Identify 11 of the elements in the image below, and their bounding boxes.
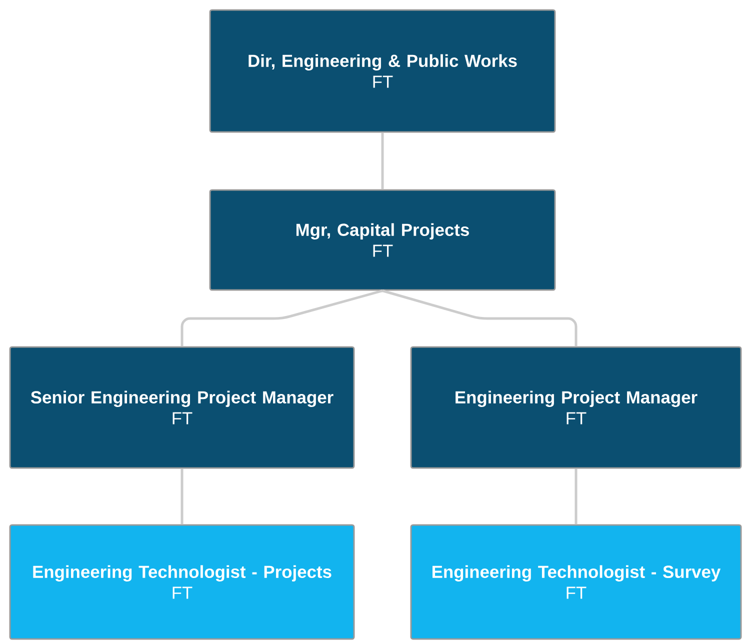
connector-line	[382, 290, 578, 346]
org-box: Senior Engineering Project Manager FT	[9, 346, 355, 469]
connector-line	[381, 132, 384, 190]
connector-line	[180, 468, 184, 524]
connector-line	[180, 290, 383, 346]
org-box: Dir, Engineering & Public Works FT	[209, 9, 556, 133]
org-box: Engineering Technologist - Survey FT	[410, 524, 742, 640]
org-box: Engineering Project Manager FT	[410, 346, 742, 469]
connector-line	[574, 468, 578, 524]
org-box: Engineering Technologist - Projects FT	[9, 524, 355, 640]
org-box: Mgr, Capital Projects FT	[209, 189, 556, 291]
